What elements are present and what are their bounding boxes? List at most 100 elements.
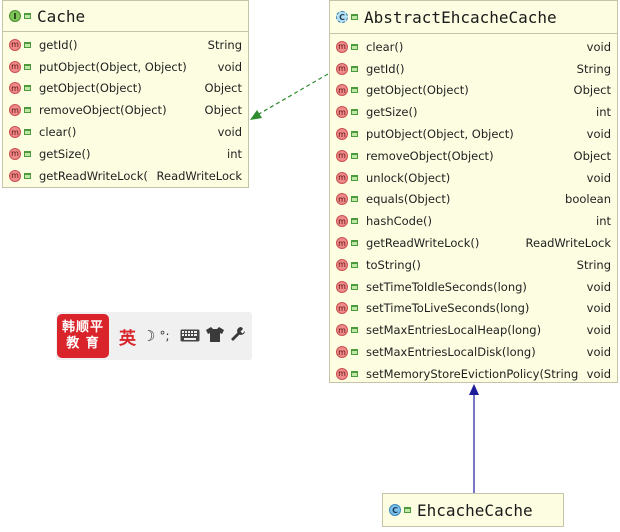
method-name: getObject(Object)	[39, 81, 142, 96]
public-visibility-icon	[351, 14, 358, 20]
method-return-type: void	[586, 323, 611, 338]
method-name: equals(Object)	[366, 192, 451, 207]
method-name: setTimeToLiveSeconds(long)	[366, 301, 530, 316]
method-return-type: String	[576, 61, 611, 76]
method-row[interactable]: m unlock(Object) void	[330, 167, 617, 189]
method-icon: m	[336, 346, 348, 359]
method-name: removeObject(Object)	[39, 103, 167, 118]
method-name: getObject(Object)	[366, 83, 469, 98]
public-visibility-icon	[351, 218, 358, 225]
public-visibility-icon	[351, 327, 358, 334]
public-visibility-icon	[351, 43, 358, 50]
method-return-type: ReadWriteLock	[156, 168, 242, 183]
method-name: setTimeToIdleSeconds(long)	[366, 279, 527, 294]
public-visibility-icon	[24, 129, 31, 136]
method-name: setMemoryStoreEvictionPolicy(String)	[366, 366, 579, 381]
method-name: putObject(Object, Object)	[366, 127, 514, 142]
method-return-type: void	[586, 170, 611, 185]
method-name: clear()	[39, 125, 77, 140]
ime-toolbar[interactable]: 韩顺平 教 育 英 ☽ °;	[56, 312, 252, 360]
method-name: unlock(Object)	[366, 170, 451, 185]
public-visibility-icon	[24, 150, 31, 157]
interface-icon: I	[9, 10, 21, 22]
method-name: removeObject(Object)	[366, 148, 494, 163]
punctuation-toggle[interactable]: °;	[159, 329, 170, 343]
method-name: setMaxEntriesLocalHeap(long)	[366, 323, 542, 338]
method-return-type: void	[586, 366, 611, 381]
method-row[interactable]: m setMemoryStoreEvictionPolicy(String) voi…	[330, 363, 617, 385]
method-return-type: int	[596, 105, 611, 120]
method-row[interactable]: m removeObject(Object) Object	[3, 99, 248, 121]
language-toggle[interactable]: 英	[119, 328, 136, 349]
method-icon: m	[336, 237, 348, 250]
method-icon: m	[9, 104, 21, 117]
method-icon: m	[336, 62, 348, 75]
public-visibility-icon	[24, 107, 31, 114]
method-name: toString()	[366, 257, 421, 272]
public-visibility-icon	[351, 370, 358, 377]
implements-edge	[251, 73, 329, 119]
method-icon: m	[9, 38, 21, 51]
method-icon: m	[9, 169, 21, 182]
public-visibility-icon	[24, 85, 31, 92]
method-icon: m	[336, 128, 348, 141]
method-icon: m	[336, 193, 348, 206]
method-icon: m	[336, 171, 348, 184]
keyboard-icon[interactable]	[180, 327, 200, 346]
method-name: getReadWriteLock()	[366, 236, 480, 251]
method-return-type: String	[576, 257, 611, 272]
method-icon: m	[336, 367, 348, 380]
method-return-type: void	[586, 301, 611, 316]
method-row[interactable]: m getId() String	[330, 58, 617, 80]
method-name: getId()	[366, 61, 405, 76]
public-visibility-icon	[351, 283, 358, 290]
method-return-type: Object	[204, 103, 242, 118]
public-visibility-icon	[351, 152, 358, 159]
brand-logo: 韩顺平 教 育	[57, 314, 109, 358]
method-name: getId()	[39, 37, 78, 52]
class-name: EhcacheCache	[417, 500, 533, 520]
public-visibility-icon	[351, 196, 358, 203]
ehcache-cache-header: C EhcacheCache	[383, 494, 563, 526]
method-return-type: void	[586, 39, 611, 54]
method-return-type: void	[217, 59, 242, 74]
method-name: hashCode()	[366, 214, 433, 229]
ehcache-cache-box[interactable]: C EhcacheCache	[382, 493, 564, 527]
wrench-icon[interactable]	[230, 326, 246, 346]
method-icon: m	[9, 126, 21, 139]
method-name: getSize()	[366, 105, 418, 120]
method-return-type: boolean	[565, 192, 611, 207]
method-icon: m	[336, 84, 348, 97]
public-visibility-icon	[404, 507, 411, 513]
logo-line-1: 韩顺平	[61, 320, 104, 335]
method-icon: m	[336, 40, 348, 53]
shirt-icon[interactable]	[205, 326, 224, 346]
method-row[interactable]: m equals(Object) boolean	[330, 189, 617, 211]
moon-icon[interactable]: ☽	[142, 327, 156, 345]
method-return-type: void	[586, 279, 611, 294]
method-icon: m	[9, 60, 21, 73]
public-visibility-icon	[351, 240, 358, 247]
